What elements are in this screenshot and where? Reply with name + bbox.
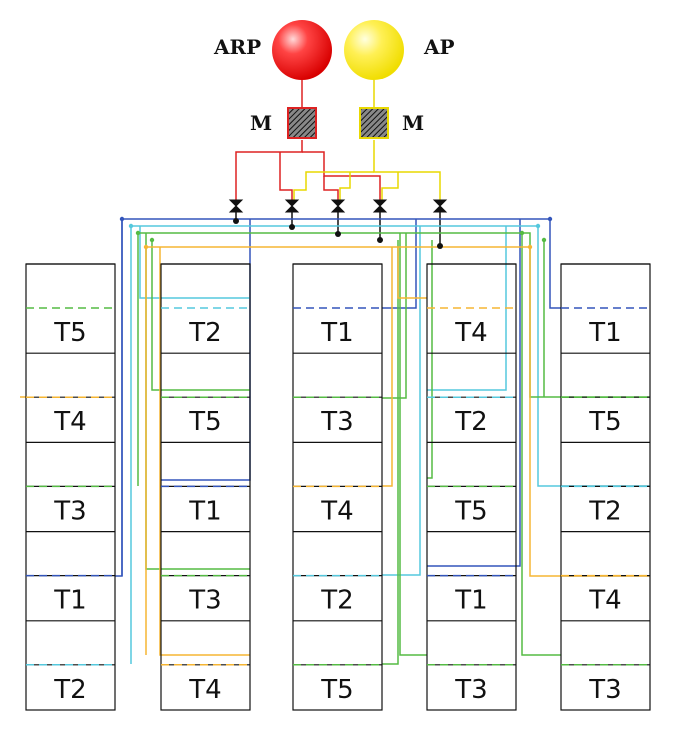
tank-cell-label: T5	[188, 407, 221, 437]
distribution-line	[159, 247, 250, 656]
ap-source-sphere	[344, 20, 404, 80]
distribution-line	[161, 219, 251, 481]
red-supply-line	[323, 176, 339, 204]
distribution-line	[397, 247, 427, 299]
distribution-line	[382, 240, 399, 665]
valve-icon[interactable]	[228, 199, 244, 213]
valve-drops	[235, 208, 441, 246]
tank-cell-label: T5	[454, 496, 487, 526]
tank-cell-label: T1	[188, 496, 221, 526]
junction-dots	[233, 218, 443, 249]
tank-cell-label: T1	[454, 586, 487, 616]
bus-junction-dot	[128, 223, 134, 229]
distribution-line	[382, 247, 393, 487]
valve-icon[interactable]	[432, 199, 448, 213]
mixer-left-label: M	[250, 111, 272, 135]
bus-junction-dot	[119, 216, 125, 222]
tank-cell-label: T4	[320, 496, 353, 526]
distribution-line	[115, 219, 123, 577]
tank-cell-label: T5	[588, 407, 621, 437]
distribution-line	[427, 240, 433, 479]
tank-cell-label: T3	[53, 496, 86, 526]
yellow-supply-line	[381, 172, 399, 204]
distribution-line	[151, 240, 250, 391]
arp-source-sphere	[272, 20, 332, 80]
tank-cell-label: T4	[188, 675, 221, 705]
bus-junction-dot	[547, 216, 553, 222]
yellow-supply-line	[373, 140, 441, 204]
tank-cell-label: T2	[188, 318, 221, 348]
distribution-line	[382, 226, 421, 576]
tank-cell-label: T4	[454, 318, 487, 348]
mixer-right-label: M	[402, 111, 424, 135]
bus-junction-dot	[135, 230, 141, 236]
tank-cell-label: T5	[320, 675, 353, 705]
tank-cell-label: T3	[320, 407, 353, 437]
tank-cell-label: T3	[588, 675, 621, 705]
tank-cell-label: T3	[454, 675, 487, 705]
tank-cell-label: T2	[320, 586, 353, 616]
distribution-line	[427, 226, 507, 391]
red-supply-line	[235, 140, 303, 204]
tank-cell-label: T4	[53, 407, 86, 437]
tank-cell-label: T2	[454, 407, 487, 437]
tank-cell-label: T1	[320, 318, 353, 348]
valve-icon[interactable]	[330, 199, 346, 213]
tank-cell-label: T2	[53, 675, 86, 705]
supply-lines	[235, 140, 441, 204]
bus-junction-dot	[143, 244, 149, 250]
ap-label: AP	[423, 35, 455, 59]
distribution-line	[139, 226, 250, 299]
yellow-supply-line	[293, 171, 374, 204]
tank-cell-label: T5	[53, 318, 86, 348]
valve-icon[interactable]	[372, 199, 388, 213]
tank-cell-label: T2	[588, 496, 621, 526]
distribution-line	[382, 219, 417, 309]
distribution-line	[382, 233, 407, 399]
mixer-right-icon[interactable]	[359, 107, 389, 139]
distribution-line	[521, 233, 561, 656]
bus-junction-dot	[541, 237, 547, 243]
valves	[228, 199, 448, 213]
tank-cell-label: T1	[53, 586, 86, 616]
red-supply-line	[279, 152, 293, 204]
bus-junction-dot	[527, 244, 533, 250]
distribution-line	[399, 233, 427, 656]
mixer-left-icon[interactable]	[287, 107, 317, 139]
valve-icon[interactable]	[284, 199, 300, 213]
bus-junction-dot	[535, 223, 541, 229]
arp-label: ARP	[213, 35, 261, 59]
distribution-line	[137, 232, 650, 486]
yellow-supply-line	[339, 172, 351, 204]
tank-cell-label: T4	[588, 586, 621, 616]
tank-cell-label: T3	[188, 586, 221, 616]
distribution-line	[427, 219, 521, 567]
bus-junction-dot	[149, 237, 155, 243]
red-supply-line	[302, 151, 381, 204]
bus-junction-dot	[519, 230, 525, 236]
tank-cell-label: T1	[588, 318, 621, 348]
tank-columns: T5T4T3T1T2T2T5T1T3T4T1T3T4T2T5T4T2T5T1T3…	[25, 263, 651, 711]
